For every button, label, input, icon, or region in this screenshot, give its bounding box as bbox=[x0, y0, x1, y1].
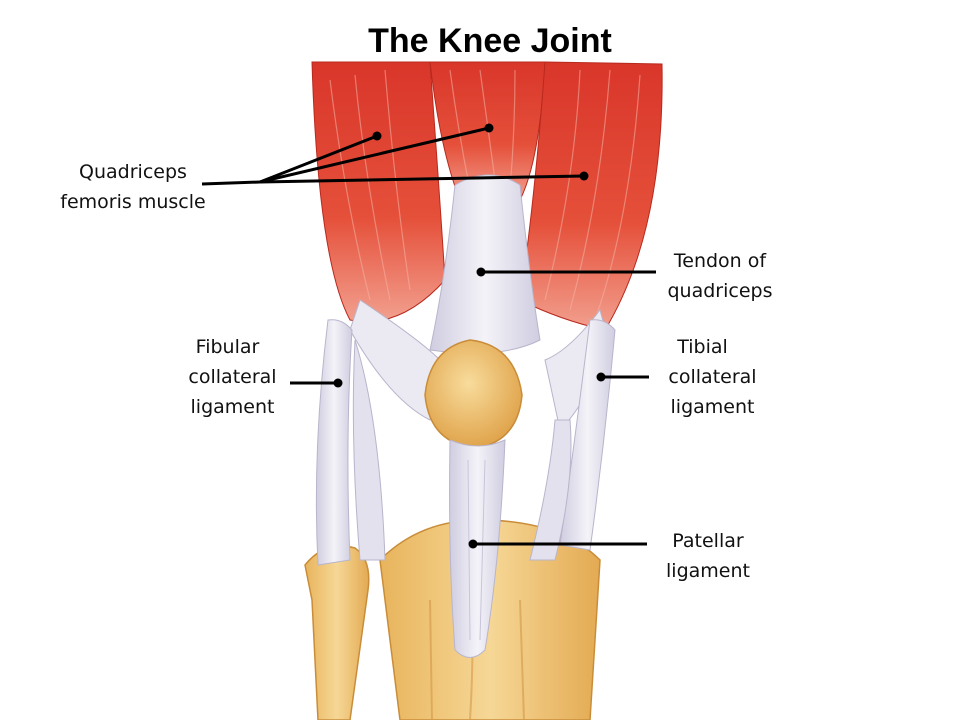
fibular-collateral-ligament bbox=[315, 319, 353, 566]
label-patellar: Patellar ligament bbox=[666, 530, 750, 582]
patella-bone bbox=[424, 339, 523, 449]
leader-patellar bbox=[468, 539, 647, 549]
quadriceps-tendon bbox=[349, 174, 609, 432]
leader-tibial bbox=[596, 372, 649, 382]
fibula-bone bbox=[304, 545, 370, 720]
leader-quadriceps bbox=[201, 126, 585, 186]
pointer-dot bbox=[372, 131, 382, 141]
label-fibular: Fibular collateral ligament bbox=[188, 336, 277, 418]
leader-tendon bbox=[476, 267, 656, 277]
diagram-title: The Knee Joint bbox=[368, 22, 612, 60]
pointer-dot bbox=[579, 171, 589, 181]
label-tibial: Tibial collateral ligament bbox=[668, 336, 757, 418]
leader-fibular bbox=[290, 378, 343, 388]
quadriceps-muscle bbox=[311, 61, 663, 331]
label-quadriceps: Quadriceps femoris muscle bbox=[60, 161, 206, 213]
side-retinacula bbox=[352, 339, 572, 561]
pointer-dot bbox=[484, 123, 494, 133]
patellar-ligament bbox=[449, 439, 506, 658]
label-tendon: Tendon of quadriceps bbox=[667, 250, 773, 302]
